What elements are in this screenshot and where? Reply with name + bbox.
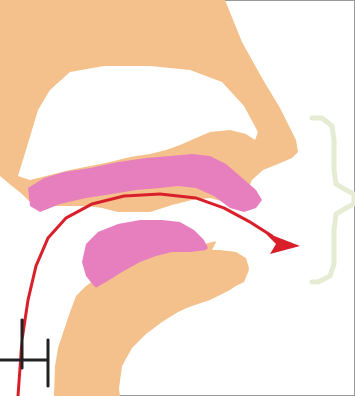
vocal-tract-illustration: [0, 0, 355, 396]
vocal-tract-diagram: [0, 0, 355, 396]
